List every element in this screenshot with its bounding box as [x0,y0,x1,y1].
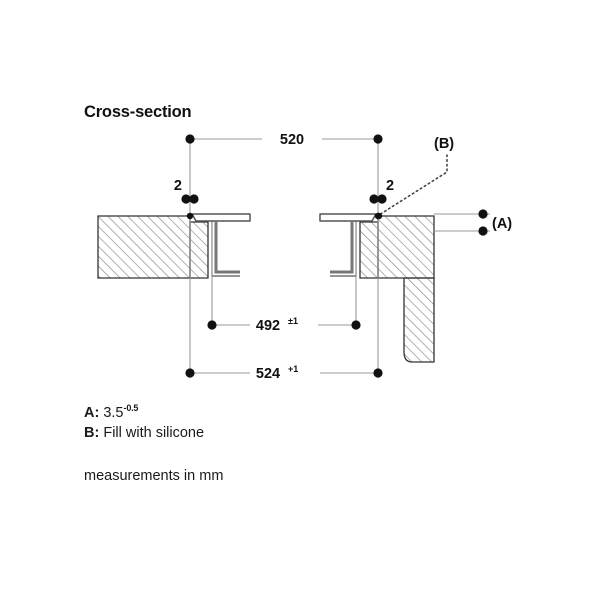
ref-a-marker-top [478,209,488,219]
dim-520-label: 520 [280,132,304,148]
legend-units-note: measurements in mm [84,467,224,484]
extension-lines [189,139,490,373]
right-worktop-ledge [359,221,379,279]
dim-524-tolerance: +1 [288,364,298,374]
legend-item-b: B: Fill with silicone [84,423,223,443]
dimension-524: 524 +1 [185,364,383,382]
dimension-492: 492 ±1 [207,316,361,334]
dim-492-label: 492 [256,318,280,334]
ref-a-marker-bottom [478,226,488,236]
dim-524-label: 524 [256,366,280,382]
left-bracket-flange [191,213,251,222]
dimension-2-left: 2 [174,178,199,220]
dim-492-tolerance: ±1 [288,316,298,326]
dim-520-marker-right [373,134,383,144]
dim-2-left-label: 2 [174,178,182,194]
dim-520-marker-left [185,134,195,144]
dimension-520: 520 [185,132,383,148]
legend-item-a: A: 3.5-0.5 [84,398,223,423]
dim-524-marker-right [373,368,383,378]
dim-492-marker-left [207,320,217,330]
left-counter-section [97,213,251,279]
page-title: Cross-section [84,103,192,121]
left-worktop-ledge [189,221,209,279]
left-worktop-block [97,215,191,279]
dim-2-left-marker-a [181,194,191,204]
right-worktop-block [377,215,435,279]
legend-a-key: A: [84,404,100,421]
dim-492-marker-right [351,320,361,330]
reference-callout-b: (B) [375,136,454,220]
dim-2-left-marker-b [189,194,199,204]
dim-2-right-marker-b [377,194,387,204]
legend-b-value: Fill with silicone [103,424,205,441]
legend-a-tolerance: -0.5 [123,403,139,413]
right-side-panel [403,277,435,363]
reference-callout-a: (A) [478,209,512,236]
dim-2-left-marker-c [186,212,194,220]
ref-b-label: (B) [434,136,454,152]
dim-524-marker-left [185,368,195,378]
left-bracket-web [214,221,240,274]
right-bracket-flange [319,213,377,222]
dim-2-right-marker-a [369,194,379,204]
legend-block: A: 3.5-0.5 B: Fill with silicone measure… [84,398,223,486]
legend-a-value: 3.5 [103,404,124,421]
ref-b-anchor-marker [375,212,383,220]
right-bracket-web [330,221,354,274]
legend-b-key: B: [84,424,100,441]
ref-a-label: (A) [492,216,512,232]
ref-b-leader-line [378,154,448,216]
dim-2-right-label: 2 [386,178,394,194]
right-counter-section [319,213,435,363]
